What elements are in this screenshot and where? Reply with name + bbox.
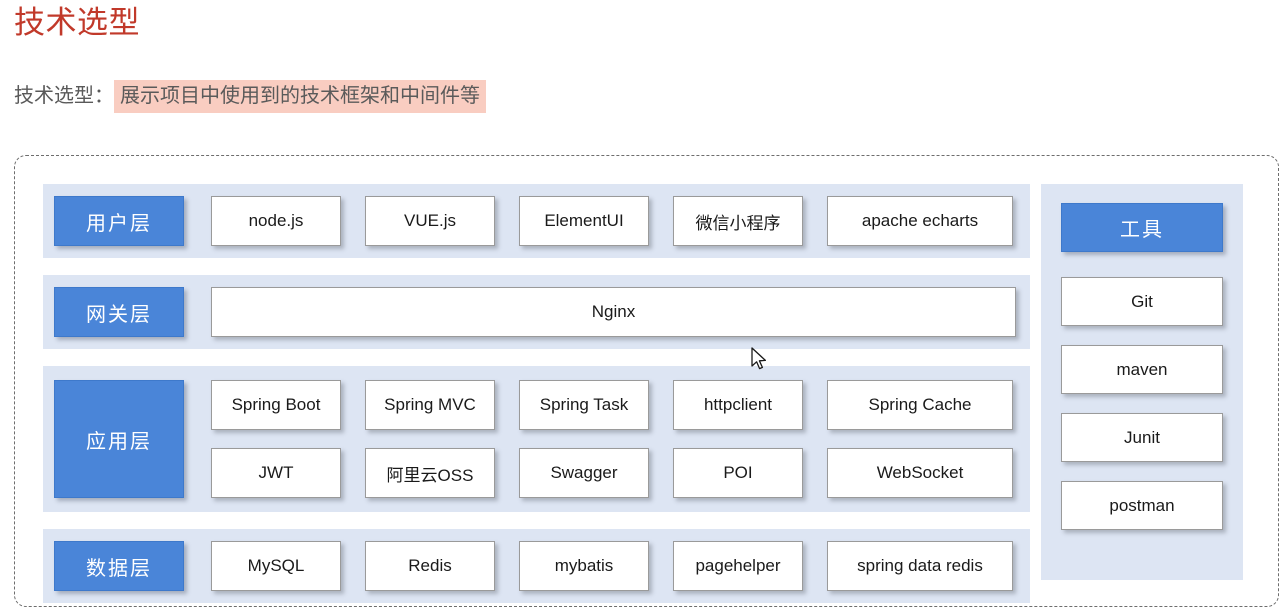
layer-row-application: 应用层 Spring Boot Spring MVC Spring Task h… [43, 366, 1030, 512]
subtitle-row: 技术选型： 展示项目中使用到的技术框架和中间件等 [14, 80, 486, 113]
tech-box[interactable]: Redis [365, 541, 495, 591]
layer-label-application: 应用层 [54, 380, 184, 498]
page-title: 技术选型 [14, 5, 140, 40]
cells-line: JWT 阿里云OSS Swagger POI WebSocket [211, 448, 1016, 498]
tech-box[interactable]: VUE.js [365, 196, 495, 246]
layer-cells-gateway: Nginx [211, 287, 1016, 337]
subtitle-label: 技术选型： [14, 85, 114, 107]
tech-box[interactable]: pagehelper [673, 541, 803, 591]
tech-box[interactable]: JWT [211, 448, 341, 498]
layer-label-data: 数据层 [54, 541, 184, 591]
tech-box[interactable]: 微信小程序 [673, 196, 803, 246]
tech-box[interactable]: node.js [211, 196, 341, 246]
layer-cells-user: node.js VUE.js ElementUI 微信小程序 apache ec… [211, 196, 1016, 246]
tool-box[interactable]: Junit [1061, 413, 1223, 462]
tool-box[interactable]: maven [1061, 345, 1223, 394]
cells-line: Spring Boot Spring MVC Spring Task httpc… [211, 380, 1016, 430]
layer-cells-data: MySQL Redis mybatis pagehelper spring da… [211, 541, 1016, 591]
tools-column-header: 工具 [1061, 203, 1223, 252]
tool-box[interactable]: Git [1061, 277, 1223, 326]
tech-box[interactable]: POI [673, 448, 803, 498]
tech-box[interactable]: httpclient [673, 380, 803, 430]
layer-row-user: 用户层 node.js VUE.js ElementUI 微信小程序 apach… [43, 184, 1030, 258]
layer-row-gateway: 网关层 Nginx [43, 275, 1030, 349]
tech-box[interactable]: mybatis [519, 541, 649, 591]
layer-label-user: 用户层 [54, 196, 184, 246]
cells-line: Nginx [211, 287, 1016, 337]
cells-line: node.js VUE.js ElementUI 微信小程序 apache ec… [211, 196, 1016, 246]
tech-box[interactable]: Nginx [211, 287, 1016, 337]
tech-box[interactable]: Spring Cache [827, 380, 1013, 430]
tech-box[interactable]: ElementUI [519, 196, 649, 246]
cells-line: MySQL Redis mybatis pagehelper spring da… [211, 541, 1016, 591]
architecture-diagram-frame: 用户层 node.js VUE.js ElementUI 微信小程序 apach… [14, 155, 1279, 607]
layer-row-data: 数据层 MySQL Redis mybatis pagehelper sprin… [43, 529, 1030, 603]
tech-box[interactable]: Spring Boot [211, 380, 341, 430]
tech-box[interactable]: WebSocket [827, 448, 1013, 498]
tech-box[interactable]: 阿里云OSS [365, 448, 495, 498]
tech-box[interactable]: spring data redis [827, 541, 1013, 591]
tools-column: 工具 Git maven Junit postman [1041, 184, 1243, 580]
layer-cells-application: Spring Boot Spring MVC Spring Task httpc… [211, 380, 1016, 498]
tech-box[interactable]: Spring Task [519, 380, 649, 430]
tech-box[interactable]: Spring MVC [365, 380, 495, 430]
tech-box[interactable]: MySQL [211, 541, 341, 591]
tech-box[interactable]: Swagger [519, 448, 649, 498]
layers-column: 用户层 node.js VUE.js ElementUI 微信小程序 apach… [43, 184, 1030, 603]
layer-label-gateway: 网关层 [54, 287, 184, 337]
tech-box[interactable]: apache echarts [827, 196, 1013, 246]
subtitle-highlight-text: 展示项目中使用到的技术框架和中间件等 [114, 80, 486, 113]
tool-box[interactable]: postman [1061, 481, 1223, 530]
